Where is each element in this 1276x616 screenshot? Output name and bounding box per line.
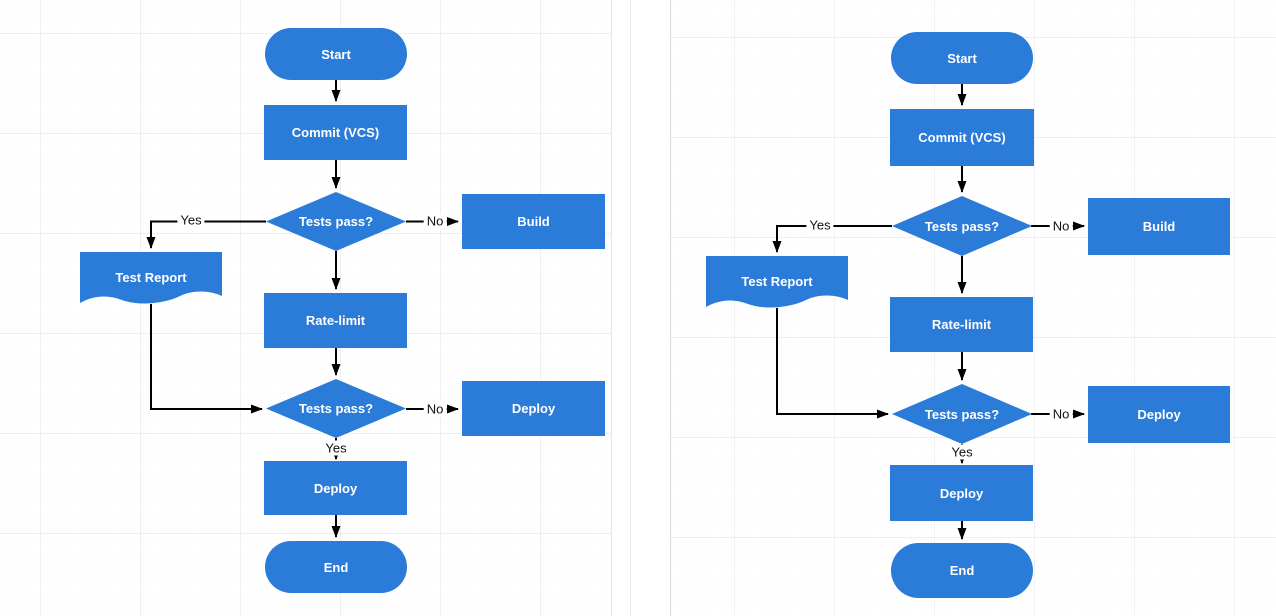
node-label: Deploy: [313, 480, 358, 496]
node-label: Build: [1142, 219, 1176, 234]
node-label: End: [323, 559, 349, 575]
divider-line: [630, 0, 631, 616]
node-label: Commit (VCS): [918, 130, 1006, 145]
node-label: Tests pass?: [924, 218, 1000, 234]
edge-label-no[interactable]: No: [1049, 218, 1073, 234]
document-shape: [80, 252, 222, 304]
node-commit[interactable]: Commit (VCS): [890, 109, 1034, 166]
node-test-report[interactable]: Test Report: [706, 256, 848, 314]
node-deploy-no[interactable]: Deploy: [462, 381, 605, 436]
node-start[interactable]: Start: [265, 28, 407, 80]
node-test-report[interactable]: Test Report: [80, 252, 222, 310]
node-end[interactable]: End: [891, 543, 1033, 598]
node-label: End: [949, 563, 975, 578]
node-label: Tests pass?: [298, 214, 374, 229]
node-deploy[interactable]: Deploy: [264, 461, 407, 515]
node-end[interactable]: End: [265, 541, 407, 593]
edge-label-yes[interactable]: Yes: [948, 444, 976, 460]
node-label: Test Report: [115, 269, 187, 285]
node-label: Test Report: [741, 273, 813, 289]
node-build[interactable]: Build: [1088, 198, 1230, 255]
node-commit[interactable]: Commit (VCS): [264, 105, 407, 160]
node-deploy-no[interactable]: Deploy: [1088, 386, 1230, 443]
node-label: Start: [947, 50, 977, 66]
node-label: Start: [321, 46, 351, 62]
document-shape: [706, 256, 848, 308]
edge-label-no[interactable]: No: [423, 213, 447, 229]
node-label: Deploy: [939, 485, 984, 501]
node-label: Rate-limit: [305, 313, 366, 328]
node-label: Deploy: [511, 401, 556, 416]
node-ratelimit[interactable]: Rate-limit: [264, 293, 407, 348]
edge-label-no[interactable]: No: [423, 401, 447, 417]
node-label: Commit (VCS): [291, 125, 380, 140]
node-start[interactable]: Start: [891, 32, 1033, 84]
node-deploy[interactable]: Deploy: [890, 465, 1033, 521]
node-label: Tests pass?: [298, 401, 374, 416]
node-label: Tests pass?: [924, 406, 1000, 422]
edge-label-yes[interactable]: Yes: [177, 212, 205, 228]
edge-label-yes[interactable]: Yes: [322, 440, 350, 456]
node-label: Rate-limit: [931, 317, 992, 332]
edge-label-yes[interactable]: Yes: [806, 217, 834, 233]
node-ratelimit[interactable]: Rate-limit: [890, 297, 1033, 352]
node-label: Deploy: [1137, 407, 1181, 422]
node-build[interactable]: Build: [462, 194, 605, 249]
node-label: Build: [517, 214, 550, 229]
edge-label-no[interactable]: No: [1049, 406, 1073, 422]
